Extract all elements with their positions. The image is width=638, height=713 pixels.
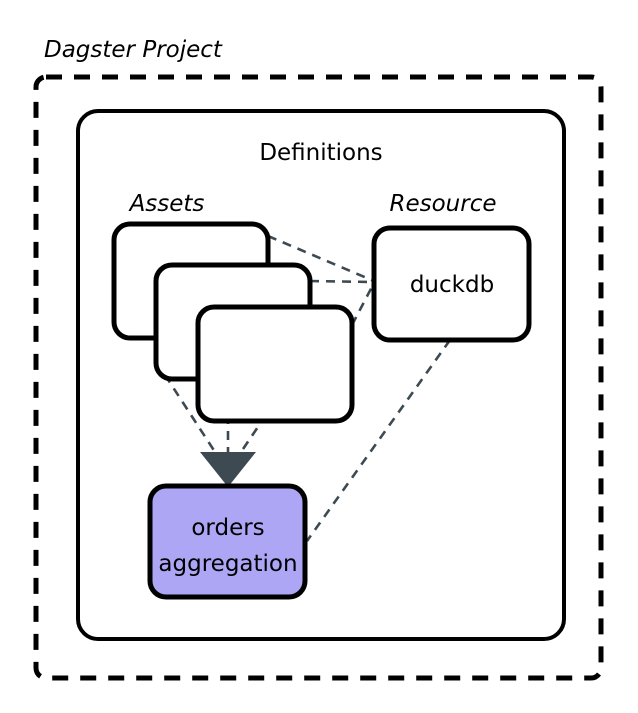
arrowhead-icon — [200, 452, 256, 487]
assets-label: Assets — [128, 191, 205, 217]
page-title: Dagster Project — [44, 37, 223, 63]
assets-group — [111, 221, 355, 424]
connector-asset2-to-duckdb — [309, 279, 375, 284]
connector-asset3-to-duckdb — [350, 282, 376, 326]
orders-aggregation-label-line2: aggregation — [158, 551, 297, 577]
duckdb-node-label: duckdb — [410, 272, 494, 298]
orders-aggregation-node[interactable] — [147, 483, 308, 600]
definitions-label: Definitions — [259, 140, 382, 166]
resource-label: Resource — [389, 191, 496, 217]
duckdb-node[interactable] — [371, 225, 532, 343]
dagster-project-container — [33, 74, 604, 681]
orders-aggregation-label-line1: orders — [191, 515, 264, 541]
connector-asset1-to-duckdb — [267, 234, 375, 283]
asset-card-3[interactable] — [195, 304, 355, 424]
